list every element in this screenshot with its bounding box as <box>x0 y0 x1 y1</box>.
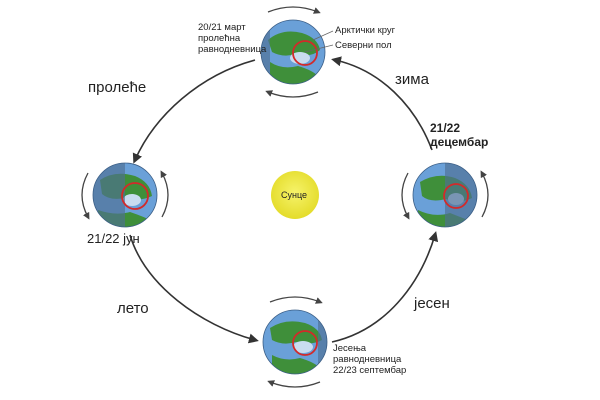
arctic-circle-ring <box>292 40 318 66</box>
orbit-arc-summer <box>129 234 259 344</box>
december-line2: децембар <box>430 135 489 149</box>
season-winter: зима <box>395 71 429 88</box>
north-pole-label: Северни пол <box>335 40 392 51</box>
orbit-arc-spring <box>132 59 256 164</box>
orbit-arc-winter <box>331 56 433 151</box>
june-label: 21/22 јун <box>87 231 140 246</box>
march-line2: пролећна <box>198 33 241 44</box>
earth-december <box>401 162 489 228</box>
earth-march <box>260 6 334 98</box>
september-line1: Јесења <box>333 343 367 354</box>
march-line1: 20/21 март <box>198 22 246 33</box>
season-spring: пролеће <box>88 79 147 96</box>
september-line3: 22/23 септембар <box>333 365 407 376</box>
earth-september <box>262 296 328 388</box>
september-line2: равнодневница <box>333 354 402 365</box>
earth-june <box>81 162 169 228</box>
sun-label: Сунце <box>281 190 308 200</box>
orbit-arc-autumn <box>331 231 439 343</box>
march-line3: равнодневница <box>198 44 267 55</box>
season-summer: лето <box>117 300 149 317</box>
orbit <box>129 56 439 344</box>
season-autumn: јесен <box>414 295 450 312</box>
sun <box>271 171 319 219</box>
december-line1: 21/22 <box>430 121 461 135</box>
arctic-circle-label: Арктички круг <box>335 25 396 36</box>
